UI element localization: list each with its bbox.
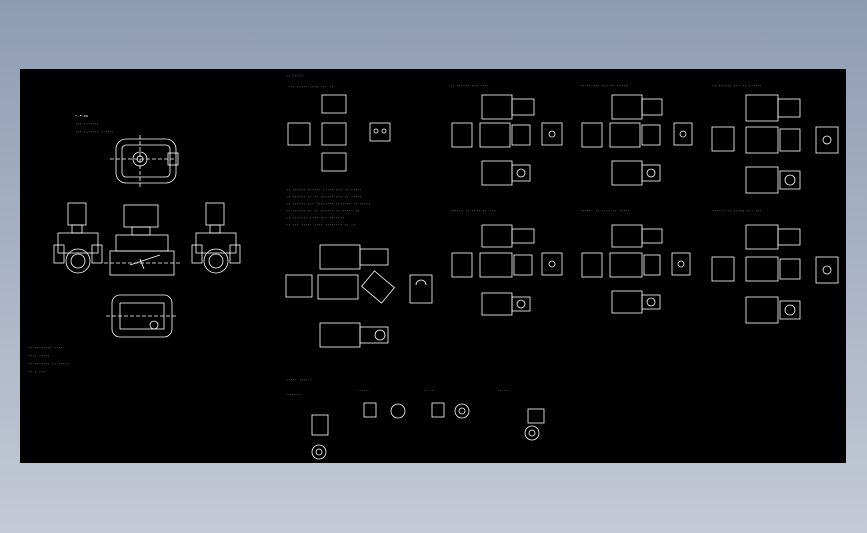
main-valve-views: •.•·ou ··· ······· ··· ·.····· ······ (28, 114, 241, 374)
valve-front-view-left (53, 202, 103, 274)
accessory-symbols: ····· ···· · ········ ······ ·· ··· ····… (286, 378, 545, 460)
mid-note-4: ·· ······ ·· ·· ······ ·· ····· ·· (286, 209, 360, 213)
drawing-viewport[interactable]: •.•·ou ··· ······· ··· ·.····· ······ (20, 69, 846, 463)
coil-details-upper: ·· ······ ··· ···· ·· ······ ··· ·· ····… (450, 84, 839, 194)
lower-title-1: ······ ·· ···· ·· ··· (450, 209, 495, 213)
main-note-1: •.•·ou (75, 114, 88, 118)
mid-note-5: ·· ······· ···· ··· ······· (286, 216, 344, 220)
bottom-title: ····· ···· · (286, 378, 312, 382)
legend-note-3: ·· ······· ·· ····· (28, 362, 69, 366)
valve-top-view (110, 135, 179, 187)
valve-front-view-right (191, 202, 241, 274)
bottom-label-2: ······ (358, 388, 369, 392)
legend-note-2: ···· ····· (28, 354, 50, 358)
legend-note-1: ·· ········ ···· (28, 346, 63, 350)
lower-title-3: ······ ·· ····· ··· ··· (712, 209, 762, 213)
valve-bottom-view (106, 294, 178, 338)
mid-note-2: ·· ······ ·· ·· ······ ··· ·· ····· (286, 195, 362, 199)
main-note-3: ··· ·.····· ······ (75, 130, 114, 134)
bottom-label-4: ······· (498, 388, 511, 392)
upper-title-3: ·· ······ ··· ·· ······ (712, 84, 762, 88)
bottom-label-3: ·· ··· (424, 388, 435, 392)
legend-note-4: ·· · ··· (28, 370, 45, 374)
upper-title-1: ·· ······ ··· ···· (450, 84, 489, 88)
cad-drawing: •.•·ou ··· ······· ··· ·.····· ······ (28, 74, 839, 460)
upper-title-2: ·· ······ ··· ·· ····· (580, 84, 628, 88)
top-section-title: ·· ····· (286, 74, 303, 78)
main-note-2: ··· ······· (75, 122, 99, 126)
top-subtitle: ··· ····· ···· ··· ·· (288, 85, 333, 89)
mid-note-3: ·· ······ ··· ········ ······· ·· ····· (286, 202, 370, 206)
lower-title-2: ······ ·· ···· ·· ····· (580, 209, 630, 213)
bottom-label-1: ········ (286, 392, 301, 396)
valve-front-view-center (104, 204, 180, 276)
mid-note-6: ·· ··· ····· ···· ········ ·· ·· (286, 223, 355, 227)
coil-details-lower: ······ ·· ···· ·· ··· ······ ·· ···· ·· … (450, 209, 839, 324)
coil-variants-middle: ·· ····· ··· ····· ···· ··· ·· ·· ······… (285, 74, 433, 348)
mid-note-1: ·· ······ ······ ····· ··· ·· ····· (286, 188, 362, 192)
